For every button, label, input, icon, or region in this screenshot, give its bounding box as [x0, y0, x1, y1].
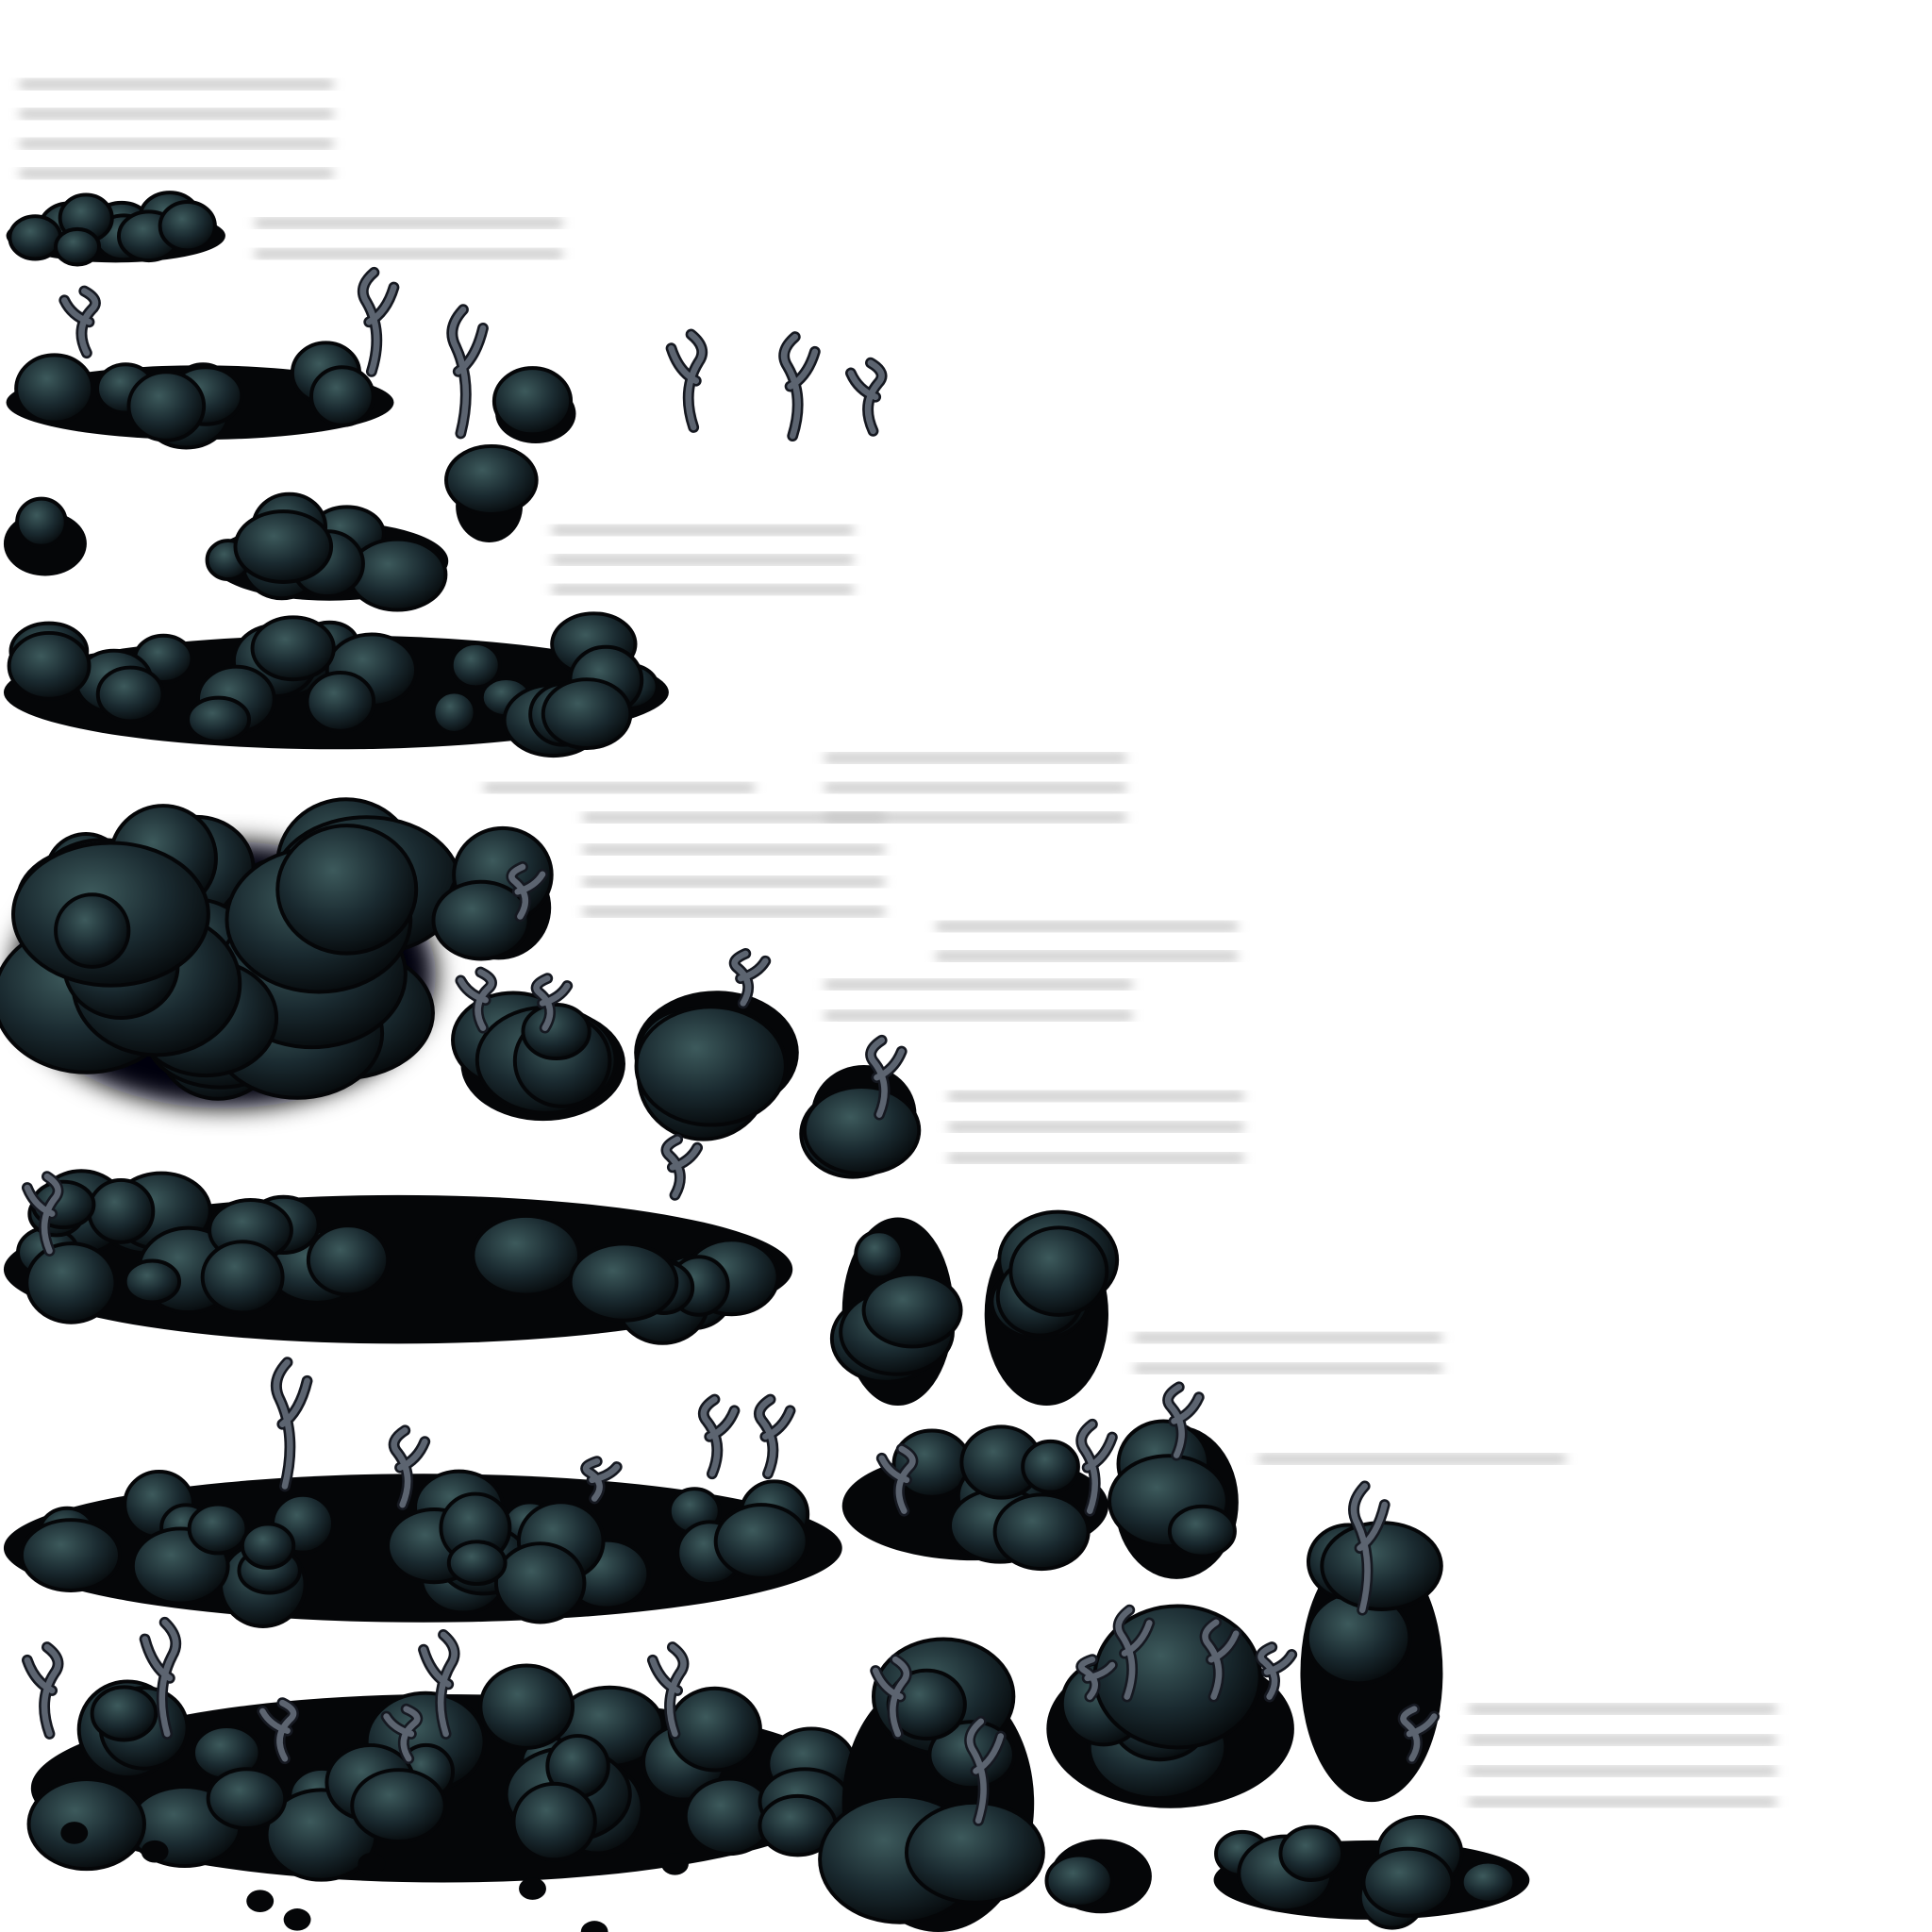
pebble [358, 1852, 386, 1875]
stem-sprite [270, 1357, 313, 1492]
pebble [519, 1877, 546, 1900]
rock-flat-cluster [6, 191, 225, 267]
rock-tall-right [984, 1209, 1120, 1407]
blurred-label [947, 1091, 1245, 1102]
rock-egg [444, 443, 539, 543]
rock-tall-left [829, 1217, 963, 1407]
blurred-label [582, 812, 886, 823]
blurred-label [254, 248, 564, 259]
stem-sprite [778, 331, 821, 442]
stem-sprite [754, 1393, 796, 1480]
rock-long-strip-2 [3, 1169, 793, 1345]
stem-sprite [728, 947, 772, 1009]
blurred-label [824, 979, 1134, 990]
stem-sprite [380, 1703, 424, 1765]
stem-sprite [660, 1133, 704, 1201]
pebble [60, 1822, 89, 1844]
stem-sprite [697, 1393, 741, 1480]
stem-sprite [665, 328, 708, 433]
pebble [246, 1890, 275, 1912]
stem-sprite [1255, 1641, 1298, 1703]
blurred-label [582, 906, 886, 917]
blurred-label [1133, 1332, 1443, 1343]
rock-long-strip-3 [3, 1469, 842, 1628]
rock-small-block [1044, 1839, 1152, 1914]
stem-sprite [580, 1456, 623, 1505]
blurred-label [483, 782, 756, 793]
rock-scattered-strip [26, 1663, 857, 1883]
blurred-label [18, 168, 335, 179]
stem-sprite [1199, 1616, 1242, 1703]
blurred-label [947, 1153, 1245, 1163]
stem-sprite [964, 1715, 1007, 1826]
blurred-label [551, 584, 855, 595]
blurred-label [551, 525, 855, 536]
blurred-label [947, 1122, 1245, 1132]
rock-pair-right [634, 991, 799, 1141]
stem-sprite [865, 1034, 908, 1121]
blurred-label [1467, 1735, 1777, 1745]
blurred-label [582, 876, 886, 887]
rock-cluster-tendrils [1046, 1604, 1294, 1808]
stem-sprite [646, 1641, 690, 1740]
blurred-label [1467, 1766, 1777, 1776]
blurred-label [18, 108, 335, 120]
stem-sprite [506, 861, 548, 923]
blurred-label [18, 139, 335, 149]
stem-sprite [58, 285, 101, 359]
stem-sprite [875, 1443, 919, 1517]
blurred-label [824, 782, 1127, 793]
stem-sprite [446, 304, 489, 440]
stem-sprite [21, 1171, 64, 1257]
blurred-label [1467, 1796, 1777, 1807]
blurred-label [551, 555, 855, 565]
stem-sprite [388, 1424, 431, 1510]
sprite-layer [0, 191, 1530, 1932]
stem-sprite [1348, 1480, 1391, 1616]
stem-sprite [1075, 1654, 1118, 1703]
blurred-label [824, 812, 1127, 823]
rock-mound-strip [6, 341, 394, 450]
rock-bulb [1108, 1419, 1239, 1579]
stem-sprite [418, 1629, 460, 1740]
blurred-label [824, 753, 1127, 763]
rock-cluster-stems [841, 1424, 1108, 1572]
stem-sprite [21, 1641, 64, 1740]
blurred-label [18, 79, 335, 90]
smudge-layer [18, 79, 1777, 1807]
stem-sprite [257, 1697, 299, 1765]
stem-sprite [1112, 1604, 1156, 1703]
pebble [661, 1852, 689, 1875]
blurred-label [935, 951, 1239, 961]
rock-tall-column [818, 1637, 1045, 1932]
rock-flat-wide [1213, 1815, 1530, 1930]
pebble [283, 1908, 311, 1931]
blurred-label [1467, 1704, 1777, 1714]
rock-cluster-medium [205, 491, 449, 612]
blurred-label [824, 1010, 1134, 1021]
pebble [580, 1921, 608, 1932]
stem-sprite [455, 966, 497, 1034]
rock-blurred-pile [0, 797, 463, 1108]
rock-round [3, 496, 87, 576]
blurred-label [254, 218, 564, 228]
stem-sprite [870, 1654, 912, 1740]
pebble [141, 1840, 169, 1863]
stem-sprite [530, 973, 574, 1034]
rock-small-stacked [431, 825, 554, 961]
blurred-label [582, 844, 886, 855]
blurred-label [1257, 1454, 1567, 1464]
rock-small [491, 366, 576, 443]
rock-tiny [799, 1065, 922, 1179]
stem-sprite [1162, 1381, 1205, 1461]
rock-long-strip [3, 611, 669, 758]
stem-sprite [139, 1616, 182, 1740]
stem-sprite [1075, 1418, 1118, 1517]
stem-sprite [845, 357, 888, 437]
stem-sprite [357, 266, 400, 377]
blurred-label [1133, 1363, 1443, 1374]
rock-pair-left [451, 991, 625, 1122]
stem-sprite [1397, 1703, 1441, 1765]
blurred-label [935, 921, 1239, 932]
